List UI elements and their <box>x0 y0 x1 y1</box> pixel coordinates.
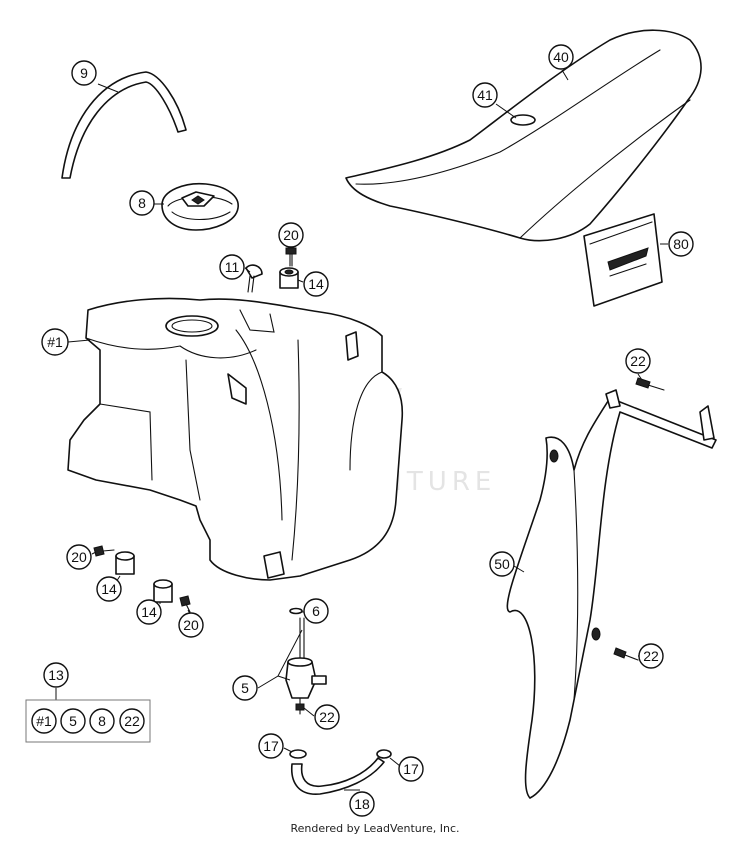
callout-14-lower-left[interactable]: 14 <box>96 576 122 602</box>
callout-22-panel-top[interactable]: 22 <box>625 348 651 374</box>
svg-text:41: 41 <box>477 87 493 103</box>
callout-18[interactable]: 18 <box>349 791 375 817</box>
callout-5[interactable]: 5 <box>232 675 258 701</box>
leader-41 <box>495 103 517 119</box>
leader-22a <box>637 373 643 381</box>
rubber-bushing-14-lower-mid-part[interactable] <box>153 579 173 603</box>
rubber-bushing-14-top-part[interactable] <box>279 267 299 289</box>
svg-text:80: 80 <box>673 236 689 252</box>
svg-text:40: 40 <box>553 49 569 65</box>
fuel-hose-18-part[interactable] <box>291 757 385 795</box>
leader-17b <box>389 757 401 767</box>
callout-8[interactable]: 8 <box>129 190 155 216</box>
callout-50[interactable]: 50 <box>489 551 515 577</box>
fuel-tank-part[interactable] <box>67 297 404 581</box>
svg-text:8: 8 <box>138 195 146 211</box>
screw-22-tap-part[interactable] <box>295 703 305 711</box>
leader-9 <box>97 83 119 93</box>
svg-text:13: 13 <box>48 667 64 683</box>
footer-credit: Rendered by LeadVenture, Inc. <box>290 822 460 835</box>
svg-text:22: 22 <box>319 709 335 725</box>
side-panel-part[interactable] <box>506 389 717 799</box>
kit-item-tap[interactable]: 5 <box>60 708 86 734</box>
callout-20-lower-mid[interactable]: 20 <box>178 612 204 638</box>
svg-text:14: 14 <box>141 604 157 620</box>
leader-1 <box>67 339 91 343</box>
leader-5 <box>257 629 303 689</box>
leader-14a <box>297 279 304 283</box>
svg-text:18: 18 <box>354 796 370 812</box>
leader-22c <box>303 707 315 717</box>
svg-text:22: 22 <box>630 353 646 369</box>
screw-20-top-part[interactable] <box>285 247 297 267</box>
svg-text:20: 20 <box>71 549 87 565</box>
callout-14-lower-mid[interactable]: 14 <box>136 599 162 625</box>
callout-20-top[interactable]: 20 <box>278 222 304 248</box>
svg-text:#1: #1 <box>36 713 52 729</box>
svg-text:17: 17 <box>403 761 419 777</box>
callout-17-right[interactable]: 17 <box>398 756 424 782</box>
leader-17a <box>283 747 293 753</box>
svg-text:17: 17 <box>263 738 279 754</box>
svg-text:20: 20 <box>183 617 199 633</box>
callout-40[interactable]: 40 <box>548 44 574 70</box>
callout-20-lower-left[interactable]: 20 <box>66 544 92 570</box>
svg-text:22: 22 <box>124 713 140 729</box>
callout-14-top[interactable]: 14 <box>303 271 329 297</box>
svg-text:6: 6 <box>312 603 320 619</box>
callout-17-left[interactable]: 17 <box>258 733 284 759</box>
svg-text:14: 14 <box>308 276 324 292</box>
hose-clamp-17-right-part[interactable] <box>376 749 392 759</box>
hose-clamp-17-left-part[interactable] <box>289 749 307 759</box>
leader-20b <box>91 551 97 555</box>
callout-11[interactable]: 11 <box>219 254 245 280</box>
svg-text:20: 20 <box>283 227 299 243</box>
ktm-decal-part[interactable] <box>583 213 663 307</box>
kit-item-cap[interactable]: 8 <box>89 708 115 734</box>
fuel-tap-5-part[interactable] <box>285 617 327 715</box>
kit-item-tank[interactable]: #1 <box>31 708 57 734</box>
rubber-bushing-14-lower-left-part[interactable] <box>115 551 135 575</box>
callout-22-panel-bottom[interactable]: 22 <box>638 643 664 669</box>
svg-text:11: 11 <box>225 259 240 275</box>
callout-80[interactable]: 80 <box>668 231 694 257</box>
callout-13[interactable]: 13 <box>43 662 69 688</box>
screw-22-lower-part[interactable] <box>613 647 639 661</box>
svg-text:8: 8 <box>98 713 106 729</box>
leader-50 <box>513 565 525 573</box>
callout-9[interactable]: 9 <box>71 60 97 86</box>
screw-20-lower-left-part[interactable] <box>93 545 115 557</box>
fuel-cap-part[interactable] <box>161 182 239 231</box>
callout-1[interactable]: #1 <box>41 328 69 356</box>
svg-text:22: 22 <box>643 648 659 664</box>
callout-41[interactable]: 41 <box>472 82 498 108</box>
callout-6[interactable]: 6 <box>303 598 329 624</box>
svg-text:50: 50 <box>494 556 510 572</box>
bolt-11-part[interactable] <box>245 264 263 293</box>
kit-item-screw[interactable]: 22 <box>119 708 145 734</box>
leader-11 <box>244 267 251 273</box>
svg-text:14: 14 <box>101 581 117 597</box>
svg-text:5: 5 <box>69 713 77 729</box>
screw-22-upper-part[interactable] <box>635 377 665 391</box>
o-ring-6-part[interactable] <box>289 607 303 615</box>
callout-22-tap[interactable]: 22 <box>314 704 340 730</box>
svg-text:5: 5 <box>241 680 249 696</box>
svg-text:9: 9 <box>80 65 88 81</box>
leader-40 <box>561 69 569 81</box>
kit-box <box>25 699 151 743</box>
svg-text:#1: #1 <box>47 334 63 350</box>
screw-20-lower-mid-part[interactable] <box>179 595 191 613</box>
seat-part[interactable] <box>345 29 702 242</box>
breather-hose-part[interactable] <box>61 71 187 179</box>
